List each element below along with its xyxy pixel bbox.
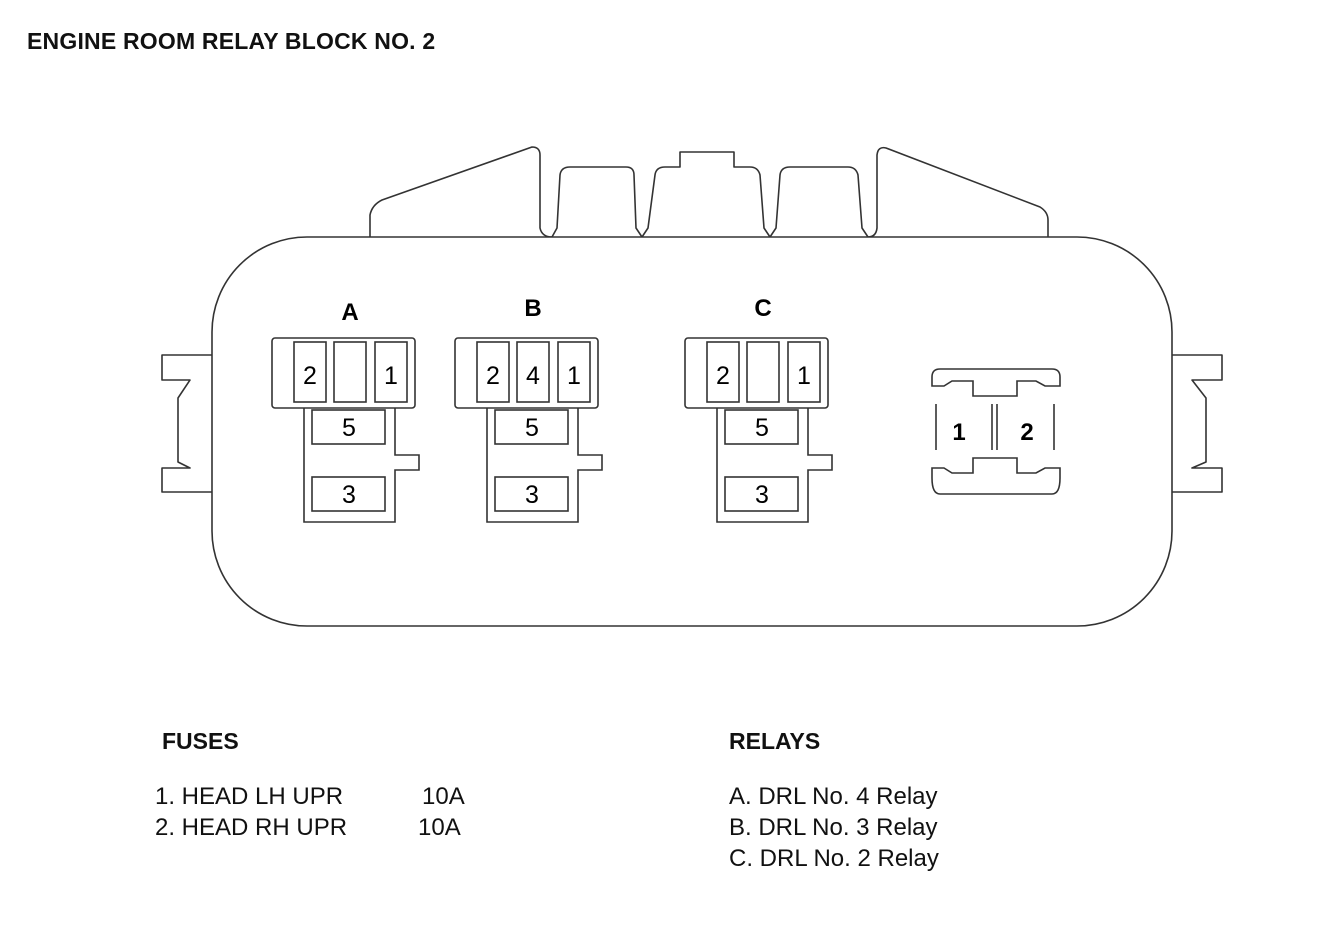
fuse-item-2: 2. HEAD RH UPR: [155, 814, 348, 841]
relay-pin: 5: [342, 414, 356, 442]
fuse-item-2-amps: 10A: [418, 814, 461, 841]
relay-pin: 4: [526, 362, 540, 390]
relay-pin: 2: [486, 362, 500, 390]
relay-pin: 3: [342, 481, 356, 509]
relay-letter-a: A: [341, 299, 358, 326]
relay-item-c: C. DRL No. 2 Relay: [729, 845, 939, 872]
page-title: ENGINE ROOM RELAY BLOCK NO. 2: [27, 28, 436, 54]
fuses-heading: FUSES: [162, 728, 239, 754]
relay-pin: 2: [303, 362, 317, 390]
relay-pin: 1: [384, 362, 398, 390]
relay-pin: 1: [567, 362, 581, 390]
relay-letter-b: B: [524, 295, 541, 322]
relay-pin: 5: [525, 414, 539, 442]
latch-left: [161, 354, 212, 493]
top-tab-1: [551, 166, 643, 238]
relay-socket-a: A 2 15 3: [271, 299, 420, 523]
fuse-socket: [931, 368, 1061, 495]
relay-item-a: A. DRL No. 4 Relay: [729, 783, 938, 810]
fuse-item-1-amps: 10A: [422, 783, 465, 810]
top-tab-left: [369, 146, 553, 238]
fuse-slot-2: 2: [1020, 419, 1033, 446]
relay-pin: 5: [755, 414, 769, 442]
housing: [211, 236, 1173, 627]
relay-pin: 3: [525, 481, 539, 509]
relay-item-b: B. DRL No. 3 Relay: [729, 814, 938, 841]
relays-heading: RELAYS: [729, 728, 821, 754]
top-tab-3: [769, 166, 869, 238]
relay-socket-c: C 2 15 3: [684, 295, 833, 523]
relay-pin: 3: [755, 481, 769, 509]
latch-right: [1172, 354, 1223, 493]
top-tab-2: [641, 151, 771, 238]
top-tab-right: [867, 146, 1049, 238]
relay-letter-c: C: [754, 295, 771, 322]
relay-pin: 1: [797, 362, 811, 390]
relay-pin: 2: [716, 362, 730, 390]
fuse-slot-1: 1: [952, 419, 965, 446]
fuse-item-1: 1. HEAD LH UPR: [155, 783, 344, 810]
